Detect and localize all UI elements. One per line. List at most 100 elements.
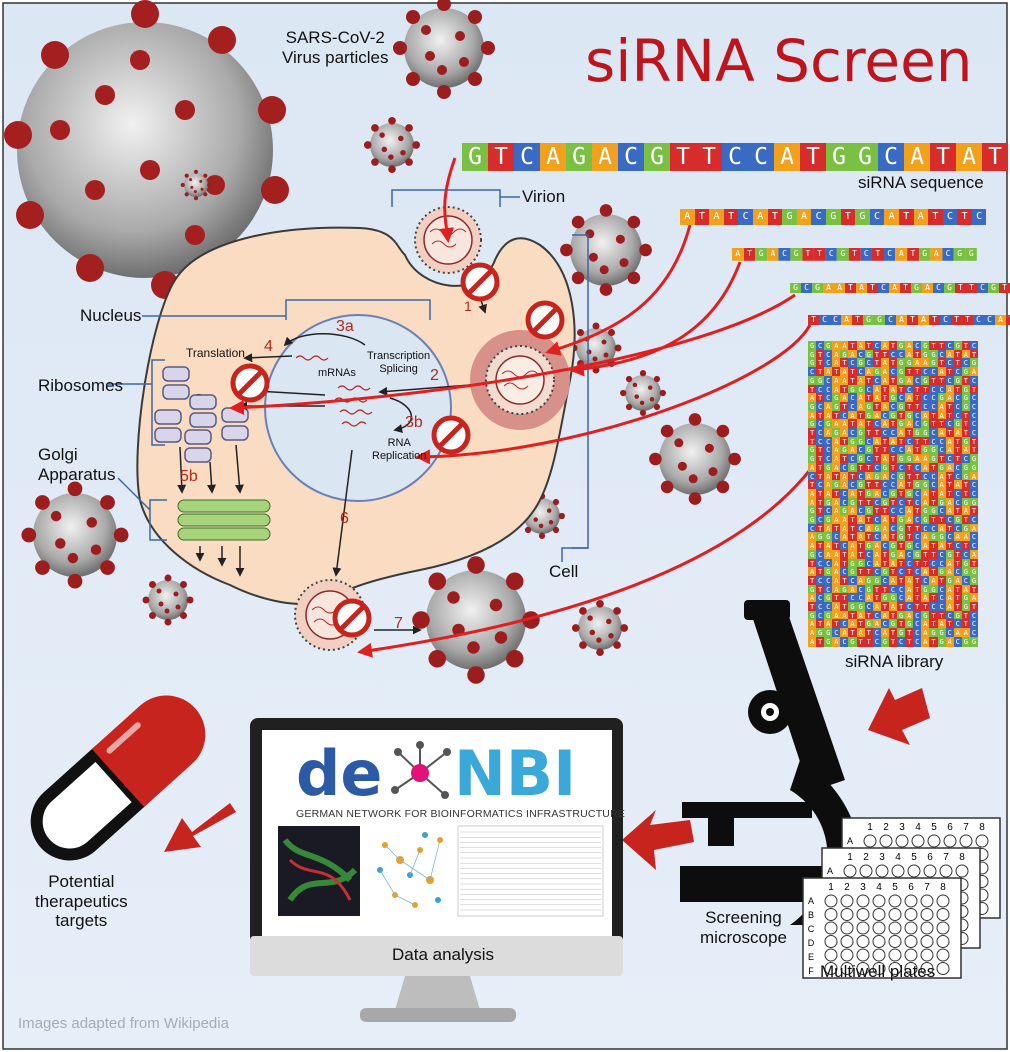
nucleotide: T bbox=[816, 454, 825, 465]
nucleotide: T bbox=[905, 401, 914, 412]
nucleotide: A bbox=[774, 143, 800, 171]
plate-well bbox=[904, 894, 918, 908]
nucleotide: G bbox=[929, 532, 938, 543]
nucleotide: T bbox=[840, 593, 849, 604]
nucleotide: C bbox=[840, 619, 849, 630]
nucleotide: G bbox=[969, 358, 978, 369]
nucleotide: G bbox=[929, 584, 938, 595]
nucleotide: T bbox=[905, 471, 914, 482]
nucleotide: C bbox=[953, 636, 962, 647]
nucleotide: T bbox=[864, 393, 873, 404]
nucleotide: A bbox=[856, 401, 865, 412]
nucleotide: T bbox=[808, 428, 817, 438]
nucleotide: T bbox=[840, 575, 849, 586]
nucleotide: T bbox=[864, 428, 873, 438]
nucleotide: A bbox=[864, 367, 873, 378]
plate-column-label: 3 bbox=[879, 852, 885, 863]
nucleotide: A bbox=[945, 636, 954, 647]
targets-line1: Potential bbox=[48, 872, 115, 891]
plate-well bbox=[824, 894, 838, 908]
nucleotide: A bbox=[808, 567, 817, 578]
nucleotide: C bbox=[848, 593, 857, 604]
nucleotide: A bbox=[880, 515, 889, 525]
plate-well bbox=[888, 921, 902, 935]
nucleotide: C bbox=[824, 506, 833, 517]
nucleotide: A bbox=[832, 341, 841, 351]
nucleotide: A bbox=[832, 567, 841, 578]
nucleotide: T bbox=[929, 341, 938, 351]
nucleotide: T bbox=[905, 367, 914, 378]
nucleotide: G bbox=[929, 628, 938, 639]
nucleotide: C bbox=[816, 401, 825, 412]
plate-well bbox=[904, 935, 918, 948]
nucleotide: G bbox=[897, 471, 906, 482]
nucleotide: T bbox=[953, 384, 962, 395]
nucleotide: C bbox=[913, 488, 922, 499]
plate-well bbox=[856, 948, 870, 962]
nucleotide: G bbox=[824, 462, 833, 473]
virus-icon bbox=[560, 204, 652, 296]
nucleotide: C bbox=[888, 349, 898, 360]
micro-line1: Screening bbox=[705, 908, 782, 927]
virus-icon bbox=[571, 599, 629, 657]
nucleotide: G bbox=[840, 506, 849, 517]
nucleotide: G bbox=[848, 558, 857, 569]
nucleotide: A bbox=[840, 523, 849, 534]
nucleotide: C bbox=[816, 419, 825, 430]
nucleotide: T bbox=[913, 471, 922, 482]
nucleotide: G bbox=[961, 367, 970, 378]
nucleotide: T bbox=[767, 209, 783, 225]
nucleotide: C bbox=[929, 602, 938, 612]
nucleotide: T bbox=[864, 636, 873, 647]
nucleotide: A bbox=[832, 436, 841, 447]
targets-line2: therapeutics bbox=[35, 891, 128, 911]
nucleotide: G bbox=[840, 584, 849, 595]
nucleotide: G bbox=[905, 410, 914, 421]
nucleotide: T bbox=[670, 143, 696, 171]
nucleotide: G bbox=[825, 209, 841, 225]
nucleotide: C bbox=[618, 143, 644, 171]
nucleotide: A bbox=[856, 283, 867, 293]
nucleotide: C bbox=[961, 358, 970, 369]
nucleotide: C bbox=[864, 549, 873, 560]
nucleotide: A bbox=[872, 602, 881, 612]
nucleotide: T bbox=[856, 541, 865, 552]
nucleotide: A bbox=[937, 428, 946, 438]
nucleotide: A bbox=[884, 209, 899, 225]
plate-well bbox=[943, 834, 957, 848]
nucleotide: A bbox=[872, 541, 881, 552]
virus-icon bbox=[649, 413, 741, 505]
nucleotide: G bbox=[856, 428, 865, 438]
nucleotide: T bbox=[966, 283, 977, 293]
nucleotide: G bbox=[929, 358, 938, 369]
nucleotide: A bbox=[937, 471, 946, 482]
nucleotide: T bbox=[888, 610, 898, 621]
nucleotide: A bbox=[921, 593, 930, 604]
nucleotide: A bbox=[953, 628, 962, 639]
nucleotide: C bbox=[880, 575, 889, 586]
nucleotide: T bbox=[945, 410, 954, 421]
plate-well bbox=[856, 908, 870, 921]
plate-well bbox=[907, 864, 921, 878]
nucleotide: G bbox=[911, 283, 922, 293]
plate-well bbox=[911, 834, 925, 848]
nucleotide: A bbox=[889, 283, 900, 293]
nucleotide: T bbox=[808, 558, 817, 569]
nucleotide: T bbox=[961, 480, 970, 491]
nucleotide: T bbox=[848, 471, 857, 482]
nucleotide: T bbox=[872, 445, 881, 456]
nucleotide: T bbox=[864, 341, 873, 351]
nucleotide: T bbox=[929, 593, 938, 604]
nucleotide: G bbox=[790, 248, 803, 261]
nucleotide: C bbox=[872, 610, 881, 621]
nucleotide: C bbox=[864, 454, 873, 465]
nucleotide: A bbox=[995, 315, 1006, 325]
nucleotide: A bbox=[872, 410, 881, 421]
nucleotide: T bbox=[961, 419, 970, 430]
nucleotide: G bbox=[852, 143, 878, 171]
plate-row-label: C bbox=[808, 924, 815, 934]
nucleotide: C bbox=[953, 471, 962, 482]
